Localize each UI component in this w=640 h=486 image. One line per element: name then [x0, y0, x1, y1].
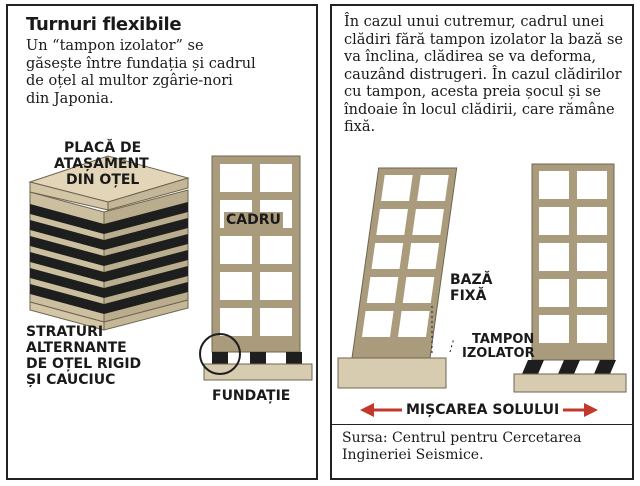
left-panel: Turnuri flexibile Un “tampon izolator” s… — [6, 4, 318, 480]
foundation-slab — [203, 363, 313, 381]
source-text: Sursa: Centrul pentru Cercetarea Inginer… — [342, 430, 582, 463]
label-frame: CADRU — [224, 212, 283, 228]
tilted-building — [351, 167, 458, 359]
isolator-block — [28, 155, 190, 331]
label-pad-line1: TAMPON — [472, 332, 535, 347]
isolator-pad-tilted — [558, 360, 580, 374]
fixed-base-foundation — [337, 357, 447, 389]
isolator-pad-tilted — [522, 360, 544, 374]
label-layers-line1: STRATURI — [26, 324, 104, 340]
isolator-pad — [212, 352, 228, 364]
label-fixed-base-line1: BAZĂ — [450, 272, 493, 288]
isolator-pad — [250, 352, 266, 364]
pad-leader — [449, 337, 455, 353]
label-pad-line2: IZOLATOR — [462, 346, 535, 361]
label-ground-motion: MIȘCAREA SOLULUI — [402, 402, 564, 418]
earthquake-diagram — [337, 163, 627, 417]
isolated-foundation — [513, 373, 627, 393]
isolator-pad — [286, 352, 302, 364]
upright-building — [513, 163, 627, 393]
highlight-circle — [199, 333, 241, 375]
label-plate-line3: DIN OȚEL — [66, 172, 140, 188]
label-layers-line3: DE OȚEL RIGID — [26, 356, 142, 372]
label-layers-line2: ALTERNANTE — [26, 340, 127, 356]
intro-text: Un “tampon izolator” se găsește între fu… — [26, 38, 256, 107]
isolator-pad-tilted — [594, 360, 616, 374]
label-foundation: FUNDAȚIE — [212, 388, 291, 404]
label-plate-line1: PLACĂ DE — [64, 140, 142, 156]
label-plate-line2: ATAȘAMENT — [54, 156, 149, 172]
panel-title: Turnuri flexibile — [26, 14, 182, 35]
explanation-text: În cazul unui cutremur, cadrul unei clăd… — [344, 14, 623, 135]
building-frame — [199, 155, 313, 381]
isolator-diagram — [28, 155, 313, 381]
label-layers-line4: ȘI CAUCIUC — [26, 372, 116, 388]
label-fixed-base-line2: FIXĂ — [450, 288, 487, 304]
right-panel: În cazul unui cutremur, cadrul unei clăd… — [330, 4, 634, 480]
source-divider — [332, 424, 632, 425]
